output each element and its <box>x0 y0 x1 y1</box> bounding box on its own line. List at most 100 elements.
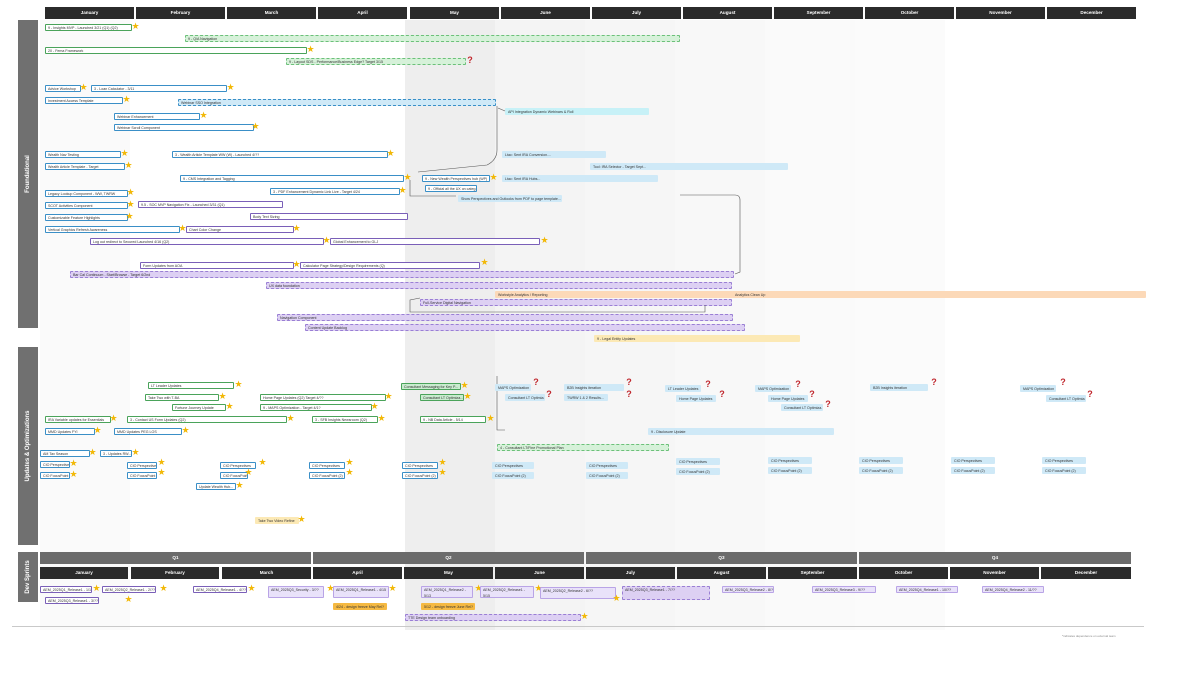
bar-mmd-updates-peg[interactable]: MMD Updates PEG LOS <box>114 428 182 435</box>
bar-ltac-ira-conversion[interactable]: Ltac: Sent IRA Conversion.... <box>502 151 606 158</box>
bar-pdf-enhancement[interactable]: 3 - PDF Enhancement Dynamic Link Live - … <box>270 188 400 195</box>
bar-take-two-tba[interactable]: Take Two with T-BA <box>145 394 219 401</box>
bar-dev-q1-rel2[interactable]: AEM_2025Q1_Release2 - 5/13 <box>421 586 473 598</box>
bar-cio-perspectives-dec[interactable]: CIO Perspectives <box>1042 457 1086 464</box>
bar-scot-activities[interactable]: SCOT Activities Component <box>45 202 128 209</box>
bar-am-tax-season[interactable]: AM Tax Season <box>40 450 90 457</box>
bar-ux-data-foundation[interactable]: UX data foundation <box>266 282 732 289</box>
bar-cio-perspectives-sep[interactable]: CIO Perspectives <box>768 457 812 464</box>
bar-investment-access[interactable]: Investment Access Template <box>45 97 123 104</box>
bar-dev-q4-rel1-oct[interactable]: AEM_2025Q4_Release1 - 10/?? <box>896 586 958 593</box>
bar-consultant-messaging[interactable]: Consultant Messaging for Key P... <box>401 383 461 390</box>
bar-home-page-updates[interactable]: Home Page Updates (Q2) Target 4/?? <box>260 394 386 401</box>
bar-cio-perspectives-aug[interactable]: CIO Perspectives <box>676 458 720 465</box>
bar-wealth-nav-testing[interactable]: Wealth Nav Testing <box>45 151 121 158</box>
bar-dev-q2-rel2[interactable]: AEM_2025Q2_Release2 - 6/?? <box>540 587 616 599</box>
bar-consultant-lt-jun[interactable]: Consultant LT Optimiza... <box>505 394 545 401</box>
bar-wealth-article-ww[interactable]: 3 - Wealth Article Template WW (W) - Lau… <box>172 151 388 158</box>
bar-dev-q3-rel1[interactable]: AEM_2025Q3_Release1 - 3/?? <box>45 597 99 604</box>
bar-cio-focuspoint-oct[interactable]: CIO FocusPoint (2) <box>859 467 903 474</box>
bar-design-freeze-june[interactable]: 5/12 - design freeze June Rel? <box>421 603 475 610</box>
bar-sfb-insights[interactable]: 3 - SFB Insights Newsroom (Q2) <box>312 416 378 423</box>
bar-analytics-cleanup[interactable]: Analytics Clean Up <box>732 291 1146 298</box>
bar-mmd-updates-fyi[interactable]: MMD Updates FYI <box>45 428 95 435</box>
bar-dev-security[interactable]: AEM_2025Q3_Security - 3/?? <box>268 586 324 598</box>
bar-api-integration[interactable]: API Integration Dynamic Webinars & Roll <box>505 108 649 115</box>
bar-twrw-results[interactable]: TWRW 1 & 2 Results... <box>564 394 608 401</box>
bar-soc-mvp-navigation[interactable]: 9.5 - SOC MVP Navigation Fix - Launched … <box>138 201 283 208</box>
bar-cms-integration[interactable]: 9 - CMS Integration and Tagging <box>180 175 404 182</box>
bar-legal-entity[interactable]: 9 - Legal Entity Updates <box>594 335 800 342</box>
bar-cio-focuspoint-dec[interactable]: CIO FocusPoint (2) <box>1042 467 1086 474</box>
bar-cio-focuspoint-mar[interactable]: CIO FocusPoint (2) <box>220 472 248 479</box>
bar-cio-focuspoint-jan[interactable]: CIO FocusPoint (2) <box>40 472 70 479</box>
bar-webinar-scroll[interactable]: Webinar Scroll Component <box>114 124 254 131</box>
bar-consultant-promo-plan[interactable]: 4 - Consultant LT/Fine Promotional Plan <box>497 444 669 451</box>
bar-advice-workshop[interactable]: Advice Workshop <box>45 85 81 92</box>
bar-lt-leader-aug[interactable]: LT Leader Updates <box>665 385 701 392</box>
bar-wealth-article-template[interactable]: Wealth Article Template - Target <box>45 163 125 170</box>
bar-home-page-aug[interactable]: Home Page Updates <box>676 395 716 402</box>
bar-maps-opt-jun[interactable]: MAPS Optimization <box>495 384 531 391</box>
bar-dev-q1-rel1-apr[interactable]: AEM_2025Q1_Release1 - 4/15 <box>333 586 389 598</box>
bar-official-ux[interactable]: 9 - Official all the UX on categ... <box>425 185 477 192</box>
bar-fema-framework[interactable]: 20 - Fema Framework <box>45 47 307 54</box>
bar-contact-us[interactable]: 3 - Contact US Form Updates (Q2) <box>127 416 287 423</box>
bar-dev-q1-rel1[interactable]: AEM_2025Q1_Release1 - 1/12 <box>40 586 92 593</box>
bar-design-freeze-may[interactable]: 4/24 - design freeze May Rel? <box>333 603 387 610</box>
bar-home-page-sep[interactable]: Home Page Updates <box>768 395 808 402</box>
bar-form-updates[interactable]: Form Updates from AOA <box>140 262 294 269</box>
bar-dev-q3-rel3[interactable]: AEM_2025Q3_Release3 - 9/?? <box>812 586 876 593</box>
bar-cio-perspectives-may[interactable]: CIO Perspectives <box>402 462 438 469</box>
bar-updates-rw[interactable]: 3 - Updates RW... <box>100 450 132 457</box>
bar-dev-q4-rel2[interactable]: AEM_2025Q4_Release2 - 11/?? <box>982 586 1044 593</box>
bar-ira-variable[interactable]: IRA Variable updates for Essentials <box>45 416 111 423</box>
bar-dev-q3-rel1[interactable]: AEM_2025Q3_Release1 - 7/?? <box>622 586 710 600</box>
bar-cio-perspectives-feb[interactable]: CIO Perspectives <box>127 462 157 469</box>
bar-content-update-backlog[interactable]: Content Update Backlog <box>305 324 745 331</box>
bar-cio-perspectives-jan[interactable]: CIO Perspectives <box>40 461 70 468</box>
bar-disclosure-update[interactable]: 9 - Disclosure Update <box>648 428 834 435</box>
bar-webinar-sso[interactable]: Webinar SSO Integration <box>178 99 496 106</box>
bar-consultant-lt-q2[interactable]: Consultant LT Optimiza... <box>420 394 464 401</box>
bar-calculator-strategy[interactable]: Calculator Page Strategy/Design Requirem… <box>300 262 480 269</box>
bar-cio-perspectives-nov[interactable]: CIO Perspectives <box>951 457 995 464</box>
bar-fortune-journey[interactable]: Fortune Journey Update <box>172 404 226 411</box>
bar-maps-opt-dec[interactable]: MAPS Optimization <box>1020 385 1056 392</box>
bar-webinar-enhancement[interactable]: Webinar Enhancement <box>114 113 200 120</box>
bar-body-text-sizing[interactable]: Body Text Sizing <box>250 213 408 220</box>
bar-b2b-insights-jul[interactable]: B2B Insights iteration <box>564 384 624 391</box>
bar-global-enhancement[interactable]: Global Enhancement to GLJ <box>330 238 540 245</box>
bar-b2b-insights-oct[interactable]: B2B Insights iteration <box>870 384 928 391</box>
bar-cal-continuum[interactable]: Bar Cal Continuum - Start/Browse - Targe… <box>70 271 734 278</box>
bar-cio-focuspoint-jul[interactable]: CIO FocusPoint (2) <box>586 472 628 479</box>
bar-cio-focuspoint-nov[interactable]: CIO FocusPoint (2) <box>951 467 995 474</box>
bar-cio-perspectives-jun[interactable]: CIO Perspectives <box>492 462 534 469</box>
bar-fullservice-nav[interactable]: Full-Service Digital Navigation <box>420 299 732 306</box>
bar-dev-q4-rel1[interactable]: AEM_2025Q4_Release1 - 4/?? <box>193 586 247 593</box>
bar-loan-calculator[interactable]: 3 - Loan Calculator - 3/11 <box>91 85 227 92</box>
bar-cio-perspectives-mar[interactable]: CIO Perspectives <box>220 462 256 469</box>
bar-cio-focuspoint-jun[interactable]: CIO FocusPoint (2) <box>492 472 534 479</box>
bar-cio-perspectives-oct[interactable]: CIO Perspectives <box>859 457 903 464</box>
bar-consultant-lt-sep[interactable]: Consultant LT Optimiza... <box>781 404 823 411</box>
bar-vertical-graphics[interactable]: Vertical Graphics Refresh Awareness <box>45 226 180 233</box>
bar-insights-mvp[interactable]: 9 - Insights MVP - Launched 3/21 (Q1) (Q… <box>45 24 132 31</box>
bar-qa-navigation[interactable]: 9 - Q/A Navigation <box>185 35 680 42</box>
bar-new-wealth-perspectives[interactable]: 9 - New Wealth Perspectives hub (WP) <box>422 175 490 182</box>
bar-cio-focuspoint-feb[interactable]: CIO FocusPoint (2) <box>127 472 157 479</box>
bar-nb-data-article[interactable]: 9 - NB Data Article - 5/14 <box>420 416 486 423</box>
bar-dev-q2-rel1-may[interactable]: AEM_2025Q2_Release1 - 5/15 <box>480 586 534 598</box>
bar-tte-design-onboarding[interactable]: TTE Design team onboarding <box>405 614 581 621</box>
bar-dev-q3-rel2[interactable]: AEM_2025Q3_Release2 - 8/?? <box>722 586 774 593</box>
bar-lt-leader-updates[interactable]: LT Leader Updates <box>148 382 234 389</box>
bar-cio-focuspoint-apr[interactable]: CIO FocusPoint (2) <box>309 472 345 479</box>
bar-dev-q2-rel1[interactable]: AEM_2025Q2_Release1 - 2/?? <box>102 586 156 593</box>
bar-update-wealth-hub[interactable]: Update Wealth Hub... <box>196 483 236 490</box>
bar-cio-perspectives-jul[interactable]: CIO Perspectives <box>586 462 628 469</box>
bar-log-out-redirect[interactable]: Log out redirect to Secured Launched 4/1… <box>90 238 324 245</box>
bar-maps-optimization-q2[interactable]: 9 - MAPS Optimization - Target 4/1? <box>260 404 372 411</box>
bar-legacy-lookup[interactable]: Legacy Lookup Component - WW, TWRW <box>45 190 128 197</box>
bar-ltac-ira-hubs[interactable]: Ltac: Sent IRA Hubs... <box>502 175 658 182</box>
bar-chart-color[interactable]: Chart Color Change <box>186 226 294 233</box>
